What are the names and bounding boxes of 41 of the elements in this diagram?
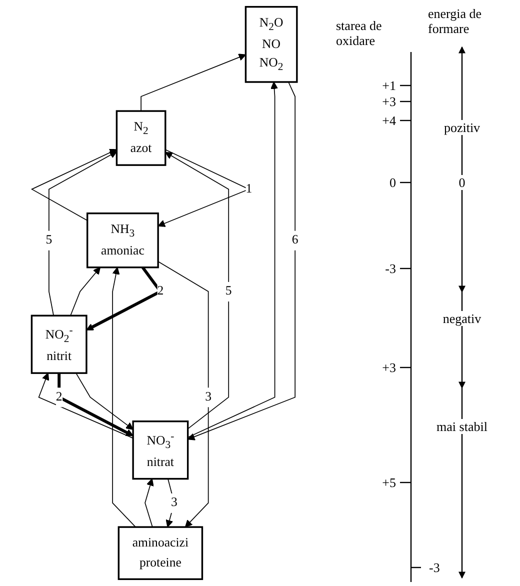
arrow (140, 54, 246, 112)
node-box: NH$_{3}$ amoniac (86, 212, 159, 268)
arrow (76, 372, 134, 430)
arrow (144, 478, 154, 528)
arrow (166, 478, 175, 528)
arrow (58, 373, 134, 436)
arrow (158, 261, 209, 528)
scale-label: 0 (456, 175, 468, 190)
edge-label: 3 (205, 390, 212, 404)
tick-label: -3 (385, 261, 396, 276)
scale-label: pozitiv (442, 120, 482, 135)
edge-label: 2 (157, 284, 164, 298)
arrow (165, 152, 230, 430)
edge-label: 2 (56, 390, 62, 404)
arrow (187, 82, 278, 438)
arrow (86, 266, 163, 330)
arrow (112, 267, 136, 528)
edge-label: 6 (292, 233, 298, 247)
tick-label: +4 (382, 113, 396, 128)
scale-label: mai stabil (434, 419, 490, 434)
edge-label: 1 (246, 182, 252, 196)
arrow (38, 372, 134, 439)
scale-label: negativ (440, 311, 484, 326)
node-box: N$_{2}$ azot (116, 110, 166, 166)
tick-label: +1 (382, 78, 396, 93)
arrow (30, 148, 118, 221)
tick-label: +5 (382, 475, 396, 490)
arrow (48, 151, 118, 316)
edge-label: 3 (171, 496, 178, 510)
tick-label: +3 (382, 360, 396, 375)
arrow (70, 267, 101, 316)
arrow (187, 82, 296, 440)
tick-label: +3 (382, 94, 396, 109)
axis-title: starea de oxidare (336, 18, 383, 48)
tick-label: -3 (429, 560, 440, 575)
edge-label: 5 (225, 284, 232, 298)
axis-title: energia de formare (428, 6, 483, 36)
node-box: aminoacizi proteine (118, 526, 204, 580)
tick-label: 0 (390, 175, 396, 190)
node-box: N$_{2}$O NO NO$_{2}$ (244, 6, 298, 83)
edge-label: 5 (46, 233, 52, 247)
